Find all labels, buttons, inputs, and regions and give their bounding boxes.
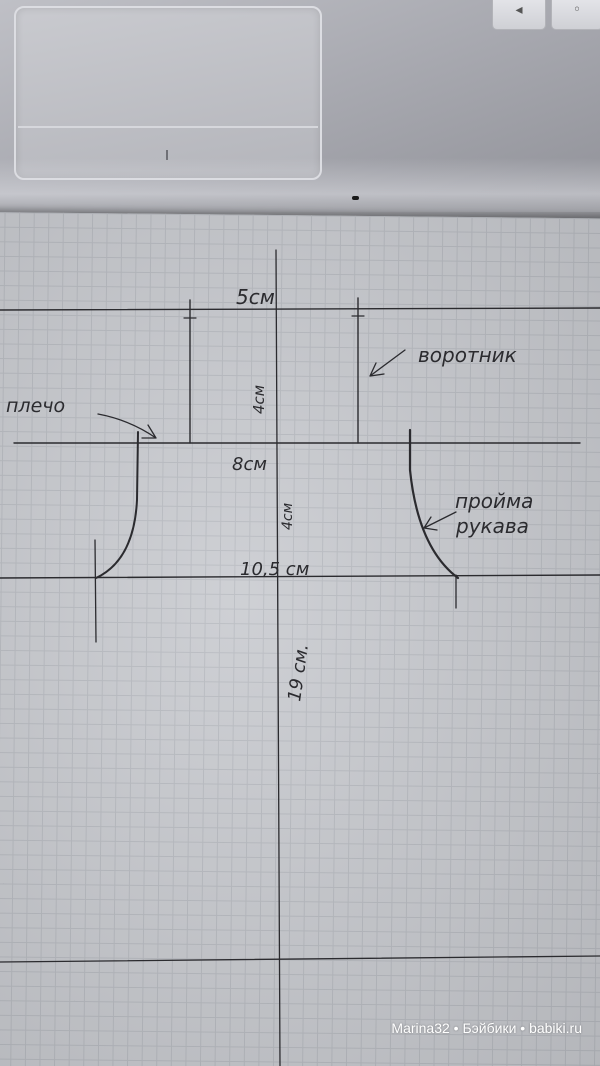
laptop-front-edge — [0, 158, 600, 218]
hem-line — [0, 955, 600, 963]
label-armhole-line1: пройма — [455, 489, 533, 513]
left-side-line — [94, 539, 97, 643]
label-top-width: 5см — [236, 285, 275, 309]
shoulder-arrow — [97, 413, 157, 439]
label-armhole-line2: рукава — [455, 514, 529, 538]
chest-line — [0, 574, 600, 579]
label-body-length: 19 см. — [284, 643, 313, 703]
touchpad-buttons — [18, 126, 318, 176]
top-line — [0, 307, 600, 311]
label-collar: воротник — [418, 343, 517, 367]
right-armhole-curve — [408, 428, 460, 580]
keyboard-key-left: ◂ — [492, 0, 546, 30]
label-neck-width: 8см — [232, 454, 267, 475]
laptop-indicator-light — [352, 196, 359, 200]
collar-arrow — [369, 349, 406, 377]
laptop-palmrest: ◂ ◦ — [0, 0, 600, 230]
watermark: Marina32 • Бэйбики • babiki.ru — [391, 1020, 582, 1036]
armhole-arrow — [423, 511, 457, 531]
left-armhole-curve — [95, 431, 139, 579]
center-axis — [275, 249, 281, 1066]
keyboard-key-right: ◦ — [551, 0, 600, 30]
label-shoulder: плечо — [6, 395, 65, 417]
touchpad-divider — [166, 150, 168, 160]
label-armhole-depth: 4см — [280, 502, 296, 530]
label-chest-width: 10,5 см — [240, 559, 309, 580]
laptop-touchpad — [14, 6, 322, 180]
label-collar-height: 4см — [250, 385, 268, 414]
